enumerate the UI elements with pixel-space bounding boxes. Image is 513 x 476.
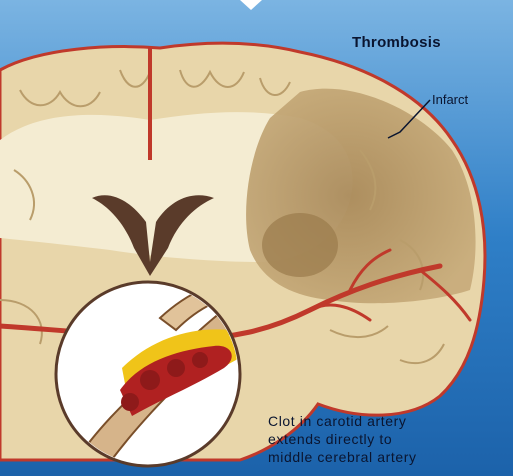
- title-label: Thrombosis: [352, 34, 441, 51]
- infarct-core: [262, 213, 338, 277]
- caption-line: Clot in carotid artery: [268, 412, 417, 430]
- caption-line: extends directly to: [268, 430, 417, 448]
- infarct-label: Infarct: [432, 92, 468, 107]
- caption-line: middle cerebral artery: [268, 448, 417, 466]
- caption: Clot in carotid artery extends directly …: [268, 412, 417, 466]
